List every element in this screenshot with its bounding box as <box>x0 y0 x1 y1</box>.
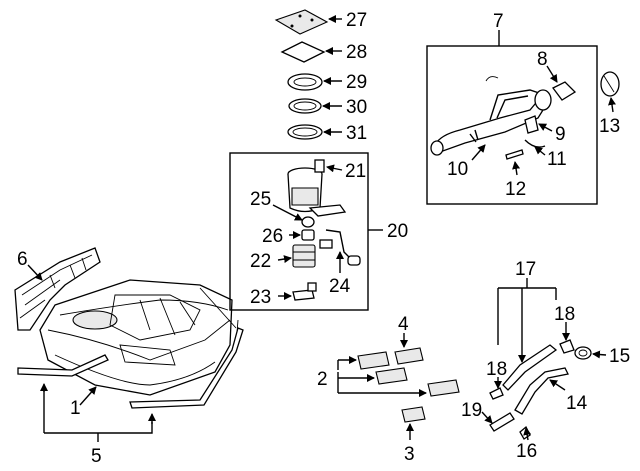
filler-neck-group-box <box>426 45 598 205</box>
callout-19: 19 <box>461 400 482 421</box>
callout-11: 11 <box>547 149 567 170</box>
callout-30: 30 <box>346 97 367 118</box>
filler-bolt <box>505 149 524 160</box>
callout-18-right: 18 <box>554 304 575 325</box>
pump-strainer <box>292 282 317 301</box>
callout-17: 17 <box>515 259 536 280</box>
callout-3: 3 <box>404 444 415 465</box>
callout-22: 22 <box>250 251 271 272</box>
o-ring-31 <box>287 124 323 140</box>
hose-clamp-lower <box>489 387 504 400</box>
callout-10: 10 <box>447 159 468 180</box>
callout-23: 23 <box>250 287 271 308</box>
leader-lines <box>27 15 616 442</box>
callout-6: 6 <box>17 249 28 270</box>
insulator-pad-bottom <box>401 406 426 423</box>
fuel-pump-module <box>287 159 347 217</box>
filler-bracket <box>524 115 539 134</box>
filler-neck-assembly <box>430 76 552 156</box>
callout-21: 21 <box>345 161 366 182</box>
callout-16: 16 <box>516 441 537 462</box>
insulator-pad-mid <box>357 351 390 370</box>
callout-24: 24 <box>329 276 351 297</box>
callout-26: 26 <box>262 226 283 247</box>
callout-9: 9 <box>555 124 566 145</box>
filler-hose-clamp <box>524 139 546 148</box>
heat-shield <box>14 247 101 331</box>
fuel-level-sender <box>319 229 361 266</box>
insulator-pad-right <box>427 379 460 397</box>
callout-4: 4 <box>398 314 409 335</box>
callout-5: 5 <box>91 446 102 467</box>
clip-16 <box>519 425 531 440</box>
hose-19 <box>489 412 515 432</box>
insulator-pad-lower <box>375 367 408 385</box>
callout-13: 13 <box>599 116 620 137</box>
hose-clamp-upper <box>559 339 575 354</box>
callout-8: 8 <box>537 49 548 70</box>
callout-20: 20 <box>387 221 408 242</box>
callout-12: 12 <box>505 179 526 200</box>
callout-7: 7 <box>493 11 504 32</box>
callout-labels: 1 2 3 4 5 6 7 8 9 10 11 12 13 14 15 16 1… <box>17 10 630 467</box>
sender-unit-group-box <box>229 152 369 311</box>
fuel-cap <box>600 71 620 97</box>
callout-15: 15 <box>609 346 630 367</box>
access-cover-plate <box>274 9 329 35</box>
fuel-tank <box>39 279 239 396</box>
seal-ring-30 <box>288 98 322 114</box>
callout-14: 14 <box>566 393 588 414</box>
hose-clamp-15 <box>574 346 592 360</box>
callout-28: 28 <box>346 42 367 63</box>
pump-filter <box>301 216 315 228</box>
tank-straps <box>17 327 244 409</box>
callout-18-left: 18 <box>486 359 507 380</box>
insulator-pad-upper <box>394 347 424 365</box>
callout-29: 29 <box>346 72 367 93</box>
lock-ring-29 <box>287 73 323 91</box>
callout-1: 1 <box>70 398 81 419</box>
filler-hose <box>514 367 569 415</box>
cover-gasket <box>280 41 326 63</box>
fuel-pump <box>292 244 316 268</box>
vapor-hose <box>502 344 558 391</box>
callout-2: 2 <box>317 369 328 390</box>
callout-25: 25 <box>250 189 271 210</box>
fuel-door-gasket <box>552 81 577 101</box>
callout-31: 31 <box>346 123 367 144</box>
pressure-regulator <box>301 229 315 241</box>
callout-27: 27 <box>346 10 367 31</box>
